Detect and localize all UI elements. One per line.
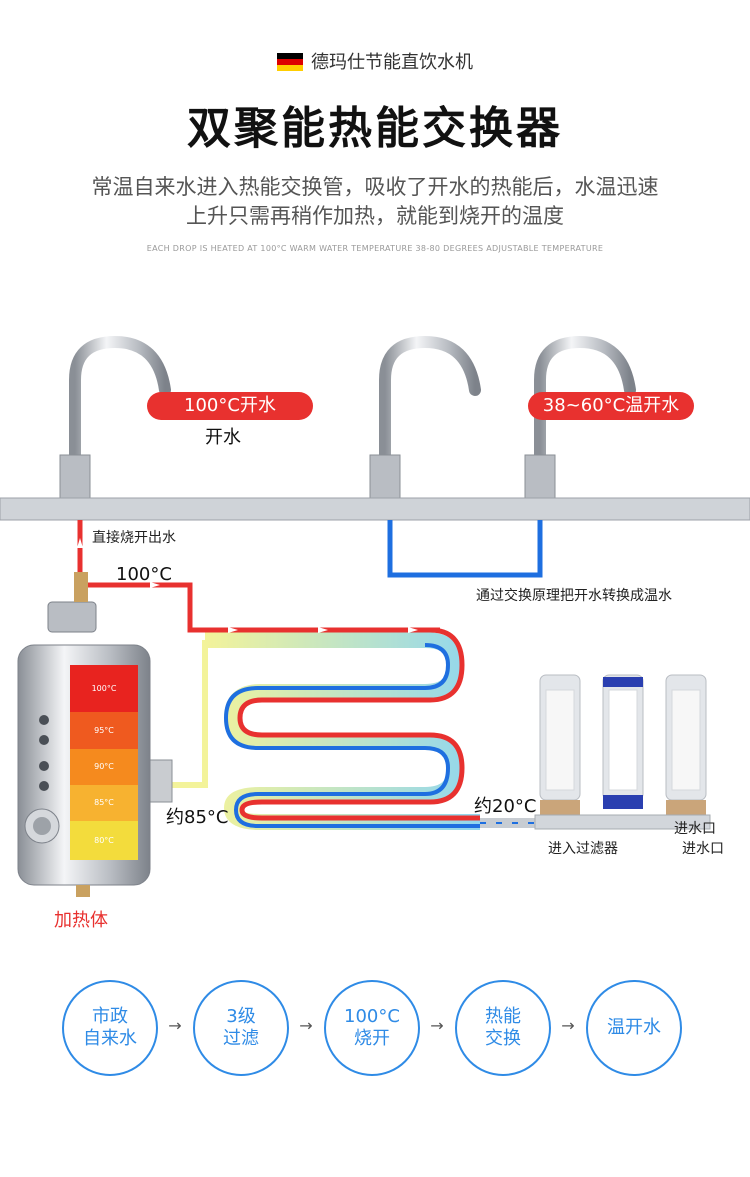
faucet-middle bbox=[369, 335, 481, 501]
filter-in-label: 进入过滤器 bbox=[548, 841, 618, 857]
step-line-2: 交换 bbox=[485, 1028, 521, 1049]
direct-out-label: 直接烧开出水 bbox=[92, 530, 176, 546]
page-title: 双聚能热能交换器 bbox=[187, 103, 563, 154]
subtitle: 常温自来水进入热能交换管，吸收了开水的热能后，水温迅速 上升只需再稍作加热，就能… bbox=[0, 173, 750, 231]
step-line-1: 3级 bbox=[226, 1006, 256, 1027]
filter-2 bbox=[602, 674, 644, 809]
filter-1 bbox=[539, 674, 581, 818]
temp-85-label: 约85°C bbox=[166, 807, 229, 828]
tank-outlet bbox=[76, 885, 90, 897]
brand-name: 德玛仕节能直饮水机 bbox=[311, 52, 473, 73]
step-line-1: 100°C bbox=[344, 1006, 400, 1027]
step-line-1: 温开水 bbox=[607, 1017, 661, 1038]
countertop bbox=[0, 497, 750, 521]
step-heat-exchange: 热能交换 bbox=[455, 980, 551, 1076]
boiling-tap-label: 开水 bbox=[205, 427, 241, 448]
warm-tap-badge: 38~60°C温开水 bbox=[528, 392, 694, 420]
filter-manifold bbox=[534, 814, 711, 830]
exchange-coil-outer bbox=[205, 632, 480, 830]
hot-temp-label: 100°C bbox=[116, 564, 172, 585]
exchange-coil-hot bbox=[205, 627, 480, 821]
subtitle-line-2: 上升只需再稍作加热，就能到烧开的温度 bbox=[186, 204, 564, 228]
tank-band-85: 85°C bbox=[70, 785, 138, 821]
heater-label: 加热体 bbox=[54, 910, 108, 931]
warm-water-pipe bbox=[387, 520, 543, 578]
tank-band-95: 95°C bbox=[70, 712, 138, 749]
step-arrow-2: → bbox=[299, 1016, 313, 1035]
faucet-right bbox=[524, 335, 636, 501]
step-warm-water: 温开水 bbox=[586, 980, 682, 1076]
filter-3 bbox=[665, 674, 707, 818]
step-municipal-water: 市政自来水 bbox=[62, 980, 158, 1076]
faucet-left bbox=[59, 335, 171, 501]
brand-line: 德玛仕节能直饮水机 bbox=[0, 48, 750, 74]
flow-arrows bbox=[77, 538, 470, 690]
step-filtration: 3级过滤 bbox=[193, 980, 289, 1076]
english-caption: EACH DROP IS HEATED AT 100°C WARM WATER … bbox=[146, 244, 604, 253]
step-line-2: 自来水 bbox=[83, 1028, 137, 1049]
tank-controls bbox=[24, 715, 60, 844]
tank-band-80: 80°C bbox=[70, 821, 138, 860]
preheat-pipe bbox=[170, 640, 208, 788]
tank-band-100: 100°C bbox=[70, 665, 138, 712]
step-arrow-4: → bbox=[561, 1016, 575, 1035]
water-inlet-label-1: 进水口 bbox=[674, 821, 716, 837]
step-line-2: 烧开 bbox=[354, 1028, 390, 1049]
boiling-tap-badge: 100°C开水 bbox=[147, 392, 313, 420]
subtitle-line-1: 常温自来水进入热能交换管，吸收了开水的热能后，水温迅速 bbox=[91, 175, 659, 199]
heater-valve bbox=[47, 601, 97, 633]
step-arrow-1: → bbox=[168, 1016, 182, 1035]
step-line-1: 市政 bbox=[92, 1006, 128, 1027]
step-line-1: 热能 bbox=[485, 1006, 521, 1027]
preheat-fitting bbox=[147, 759, 173, 803]
tank-band-90: 90°C bbox=[70, 749, 138, 785]
step-line-2: 过滤 bbox=[223, 1028, 259, 1049]
germany-flag-icon bbox=[277, 53, 303, 71]
heater-fitting bbox=[74, 572, 88, 602]
water-inlet-label-2: 进水口 bbox=[682, 841, 724, 857]
exchange-label: 通过交换原理把开水转换成温水 bbox=[476, 588, 672, 604]
temp-20-label: 约20°C bbox=[474, 796, 537, 817]
step-arrow-3: → bbox=[430, 1016, 444, 1035]
exchange-coil-cold bbox=[224, 643, 480, 828]
